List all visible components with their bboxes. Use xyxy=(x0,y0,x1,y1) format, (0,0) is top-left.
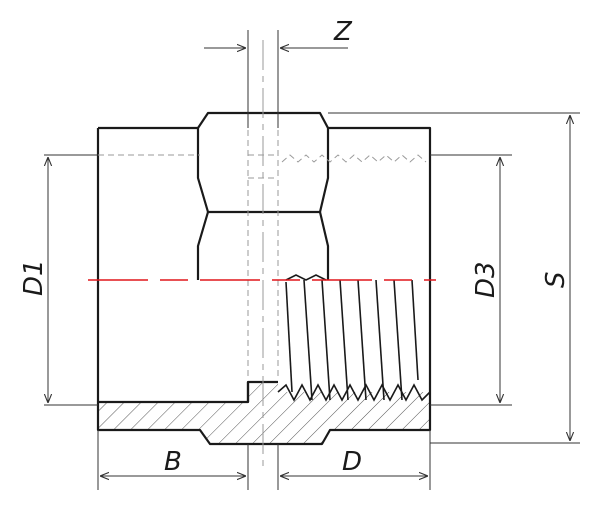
label-b: B xyxy=(164,447,182,477)
thread-lines xyxy=(277,274,431,402)
centerlines xyxy=(88,40,436,470)
section-hatching xyxy=(98,382,430,444)
dimension-lines xyxy=(48,48,570,476)
label-d3: D3 xyxy=(471,261,501,298)
label-d: D xyxy=(342,447,362,477)
fitting-body-outline xyxy=(96,111,432,446)
dimension-labels: Z D1 D3 S B D xyxy=(19,17,571,477)
upper-thread-hidden xyxy=(281,154,427,163)
extension-lines xyxy=(44,30,580,490)
label-d1: D1 xyxy=(19,259,49,296)
hidden-lines xyxy=(98,130,279,380)
label-z: Z xyxy=(333,17,353,47)
label-s: S xyxy=(541,271,571,288)
